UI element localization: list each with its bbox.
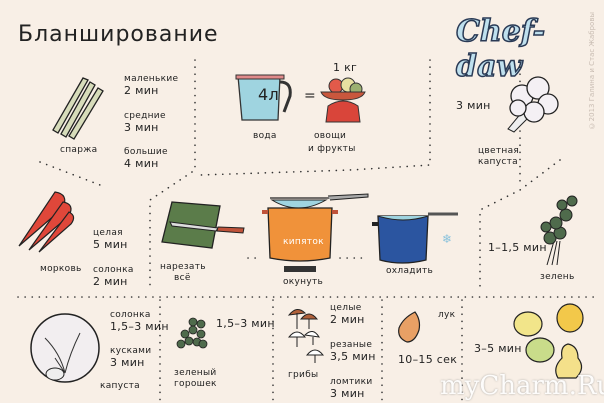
mushrooms-slices-time: 3 мин [330, 387, 365, 400]
cut-label-2: всё [174, 273, 191, 283]
watermark: myCharm.Ru [440, 371, 604, 401]
boiling-water-label: кипяток [283, 237, 324, 247]
asparagus-small-label: маленькие [124, 74, 179, 84]
greens-time: 1–1,5 мин [488, 241, 547, 254]
peas-illustration [176, 317, 208, 349]
cut-label-1: нарезать [160, 262, 206, 272]
mushrooms-cut-time: 3,5 мин [330, 350, 376, 363]
asparagus-medium-label: средние [124, 111, 166, 121]
scale-with-produce-illustration [320, 77, 366, 123]
carrot-whole-label: целая [93, 228, 123, 238]
carrot-illustration [18, 191, 75, 253]
dip-label: окунуть [283, 277, 324, 287]
onion-time: 10–15 сек [398, 353, 458, 366]
greens-illustration [540, 195, 578, 266]
onion-label: лук [438, 310, 456, 320]
carrot-strips-label: солонка [93, 265, 134, 275]
cabbage-illustration [30, 313, 100, 383]
peas-label-1: зеленый [174, 368, 217, 378]
asparagus-large-label: большие [124, 147, 168, 157]
page-title: Бланширование [18, 22, 219, 47]
mushrooms-whole-time: 2 мин [330, 313, 365, 326]
asparagus-label: спаржа [60, 145, 98, 155]
asparagus-small-time: 2 мин [124, 84, 159, 97]
cauliflower-time: 3 мин [456, 99, 491, 112]
carrot-whole-time: 5 мин [93, 238, 128, 251]
asparagus-large-time: 4 мин [124, 157, 159, 170]
onion-illustration [398, 311, 421, 343]
mushrooms-slices-label: ломтики [330, 377, 373, 387]
water-amount: 4л [258, 85, 280, 104]
cold-water-pot-illustration [372, 212, 458, 264]
cabbage-strips-time: 1,5–3 мин [110, 320, 169, 333]
cabbage-strips-label: солонка [110, 310, 151, 320]
weight-label: 1 кг [333, 61, 358, 74]
fruits-illustration [513, 303, 584, 379]
cabbage-pieces-time: 3 мин [110, 356, 145, 369]
equals-sign: = [304, 88, 317, 104]
cutting-board-illustration [161, 201, 245, 249]
cool-label: охладить [386, 266, 434, 276]
cabbage-label: капуста [100, 381, 140, 391]
water-jug-illustration [235, 74, 292, 121]
asparagus-illustration [52, 77, 104, 140]
mushrooms-whole-label: целые [330, 303, 362, 313]
mushrooms-illustration [287, 309, 325, 363]
mushrooms-label: грибы [288, 370, 319, 380]
chef-daw-logo: Chef-daw [455, 13, 546, 85]
cabbage-pieces-label: кусками [110, 346, 152, 356]
carrot-strips-time: 2 мин [93, 275, 128, 288]
produce-label-2: и фрукты [308, 144, 356, 154]
peas-label-2: горошек [174, 379, 217, 389]
snowflake-icon: ❄ [442, 232, 453, 246]
produce-label-1: овощи [314, 131, 347, 141]
cauliflower-label-2: капуста [478, 157, 518, 167]
boiling-pot-illustration [262, 193, 369, 272]
carrot-label: морковь [40, 264, 82, 274]
cauliflower-illustration [507, 76, 559, 133]
greens-label: зелень [540, 272, 575, 282]
mushrooms-cut-label: резаные [330, 340, 373, 350]
cauliflower-label-1: цветная [478, 146, 520, 156]
water-label: вода [253, 131, 277, 141]
asparagus-medium-time: 3 мин [124, 121, 159, 134]
fruits-time: 3–5 мин [474, 342, 522, 355]
peas-time: 1,5–3 мин [216, 317, 275, 330]
